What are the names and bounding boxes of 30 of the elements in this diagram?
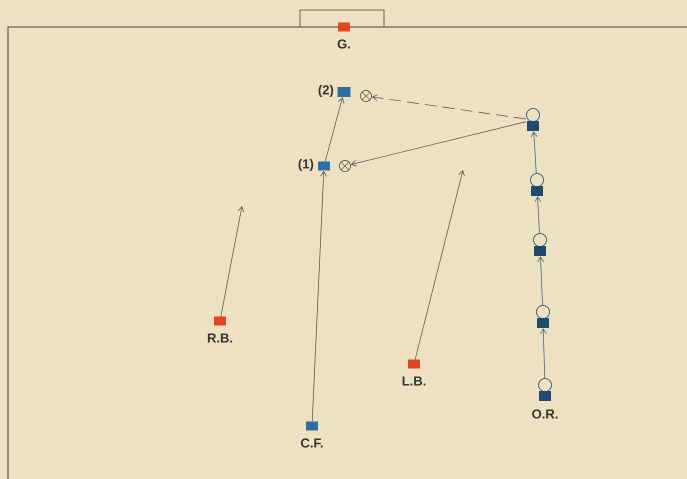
arrow: [414, 170, 465, 360]
player-label: (2): [318, 84, 334, 98]
player-label: (1): [298, 158, 314, 172]
player-marker: [338, 87, 350, 97]
player-label: L.B.: [402, 376, 426, 386]
player-with-ball-icon: [533, 233, 547, 256]
player-with-ball-icon: [530, 173, 544, 196]
player-label: R.B.: [208, 334, 232, 342]
arrow: [540, 328, 547, 380]
arrow: [530, 131, 538, 174]
player-marker: [408, 360, 420, 368]
player-with-ball-icon: [538, 378, 552, 401]
arrow: [350, 121, 526, 167]
player-with-ball-icon: [536, 305, 550, 328]
player-with-ball-icon: [526, 108, 540, 131]
player-marker: [338, 22, 350, 32]
player-label: G.: [338, 39, 350, 49]
player-marker: [214, 316, 226, 326]
ball-icon: [360, 90, 372, 102]
player-marker: [306, 422, 318, 430]
arrow: [220, 206, 244, 317]
player-label: C.F.: [300, 438, 323, 448]
ball-icon: [339, 160, 351, 172]
arrow: [534, 196, 542, 234]
arrow: [324, 97, 344, 162]
arrow: [312, 170, 327, 422]
arrow: [372, 94, 526, 120]
arrow: [537, 256, 544, 306]
player-label: O.R.: [532, 409, 558, 419]
player-marker: [318, 162, 330, 170]
